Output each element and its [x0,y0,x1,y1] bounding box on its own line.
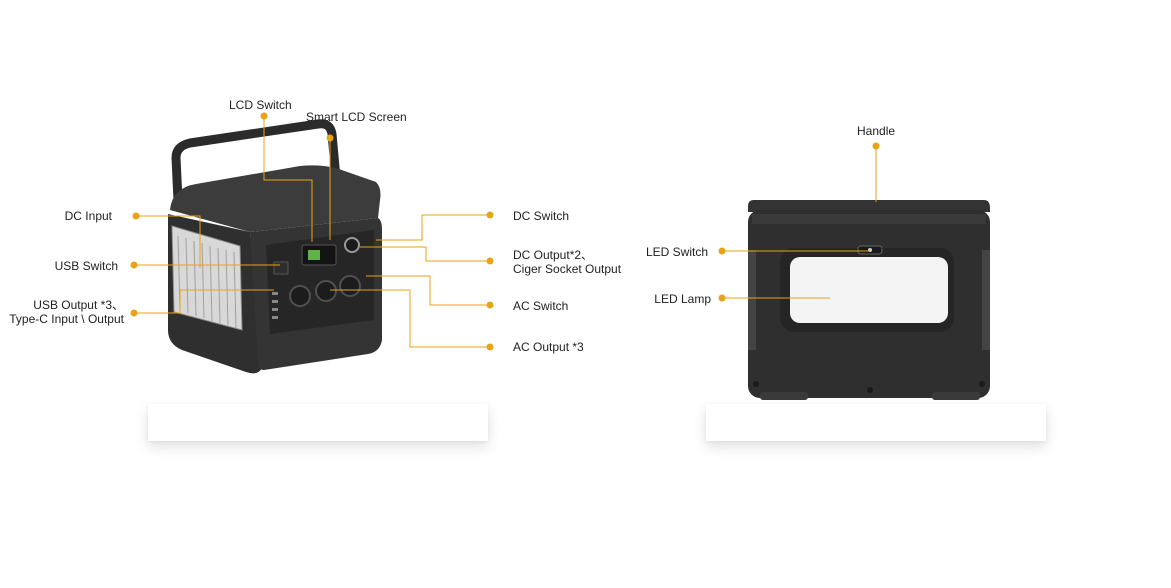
left-top-shape [170,165,381,232]
right-lamp-panel-shape [790,257,948,323]
label-dc-output-line2: Ciger Socket Output [513,262,622,276]
right-device-illustration [748,200,990,400]
left-grille-shape [171,225,243,331]
right-product-shadow-card [706,404,1046,441]
label-dc-switch: DC Switch [513,209,570,223]
label-usb-output-line1: USB Output *3、 [33,298,124,312]
leader-dots [130,112,880,351]
label-ac-switch: AC Switch [513,299,569,313]
label-usb-switch: USB Switch [54,259,118,273]
label-usb-output-line2: Type-C Input \ Output [9,312,124,326]
label-led-lamp: LED Lamp [654,292,711,306]
label-dc-output-line1: DC Output*2、 [513,248,594,262]
label-lcd-switch: LCD Switch [229,98,292,112]
left-product-shadow-card [148,404,488,441]
left-handle-shape [171,119,341,201]
left-cigar-socket-shape [344,237,360,253]
right-lid-shape [748,200,990,212]
leader-lines [134,116,877,348]
left-device-illustration [168,119,382,374]
label-ac-output: AC Output *3 [513,340,584,354]
label-handle: Handle [857,124,896,138]
label-dc-input: DC Input [64,209,112,223]
label-smart-lcd-screen: Smart LCD Screen [306,110,407,124]
label-led-switch: LED Switch [645,245,708,259]
